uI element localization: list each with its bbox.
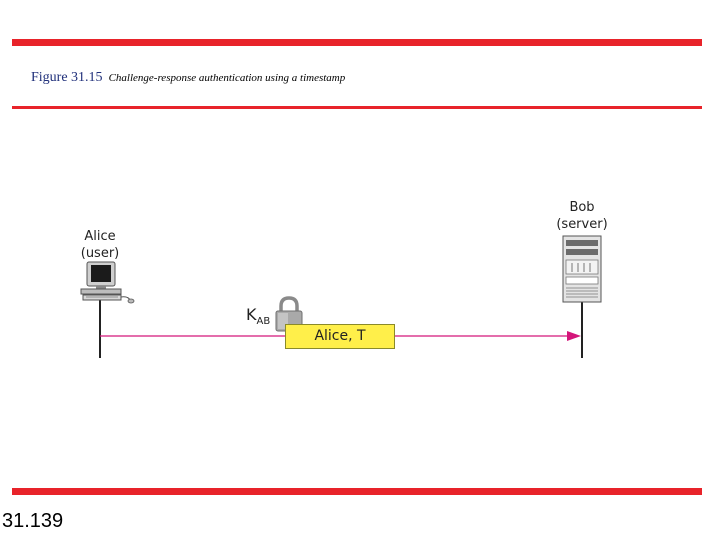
figure-title: Challenge-response authentication using … xyxy=(108,72,346,84)
key-label: KAB xyxy=(246,305,270,327)
bob-label: Bob (server) xyxy=(550,199,614,233)
alice-label: Alice (user) xyxy=(72,228,128,262)
caption-rule xyxy=(12,106,702,109)
bob-role: (server) xyxy=(556,217,608,232)
alice-role: (user) xyxy=(80,246,120,261)
figure-number: Figure 31.15 xyxy=(31,70,103,85)
key-symbol: K xyxy=(246,305,257,324)
message-box: Alice, T xyxy=(285,324,395,349)
server-icon xyxy=(562,235,602,303)
bottom-rule xyxy=(12,488,702,495)
page-number: 31.139 xyxy=(2,510,64,532)
figure-caption: Figure 31.15 Challenge-response authentic… xyxy=(31,68,345,86)
key-subscript: AB xyxy=(256,316,271,328)
alice-name: Alice xyxy=(84,229,116,244)
top-rule xyxy=(12,39,702,46)
bob-name: Bob xyxy=(569,200,595,215)
computer-icon xyxy=(80,261,135,304)
